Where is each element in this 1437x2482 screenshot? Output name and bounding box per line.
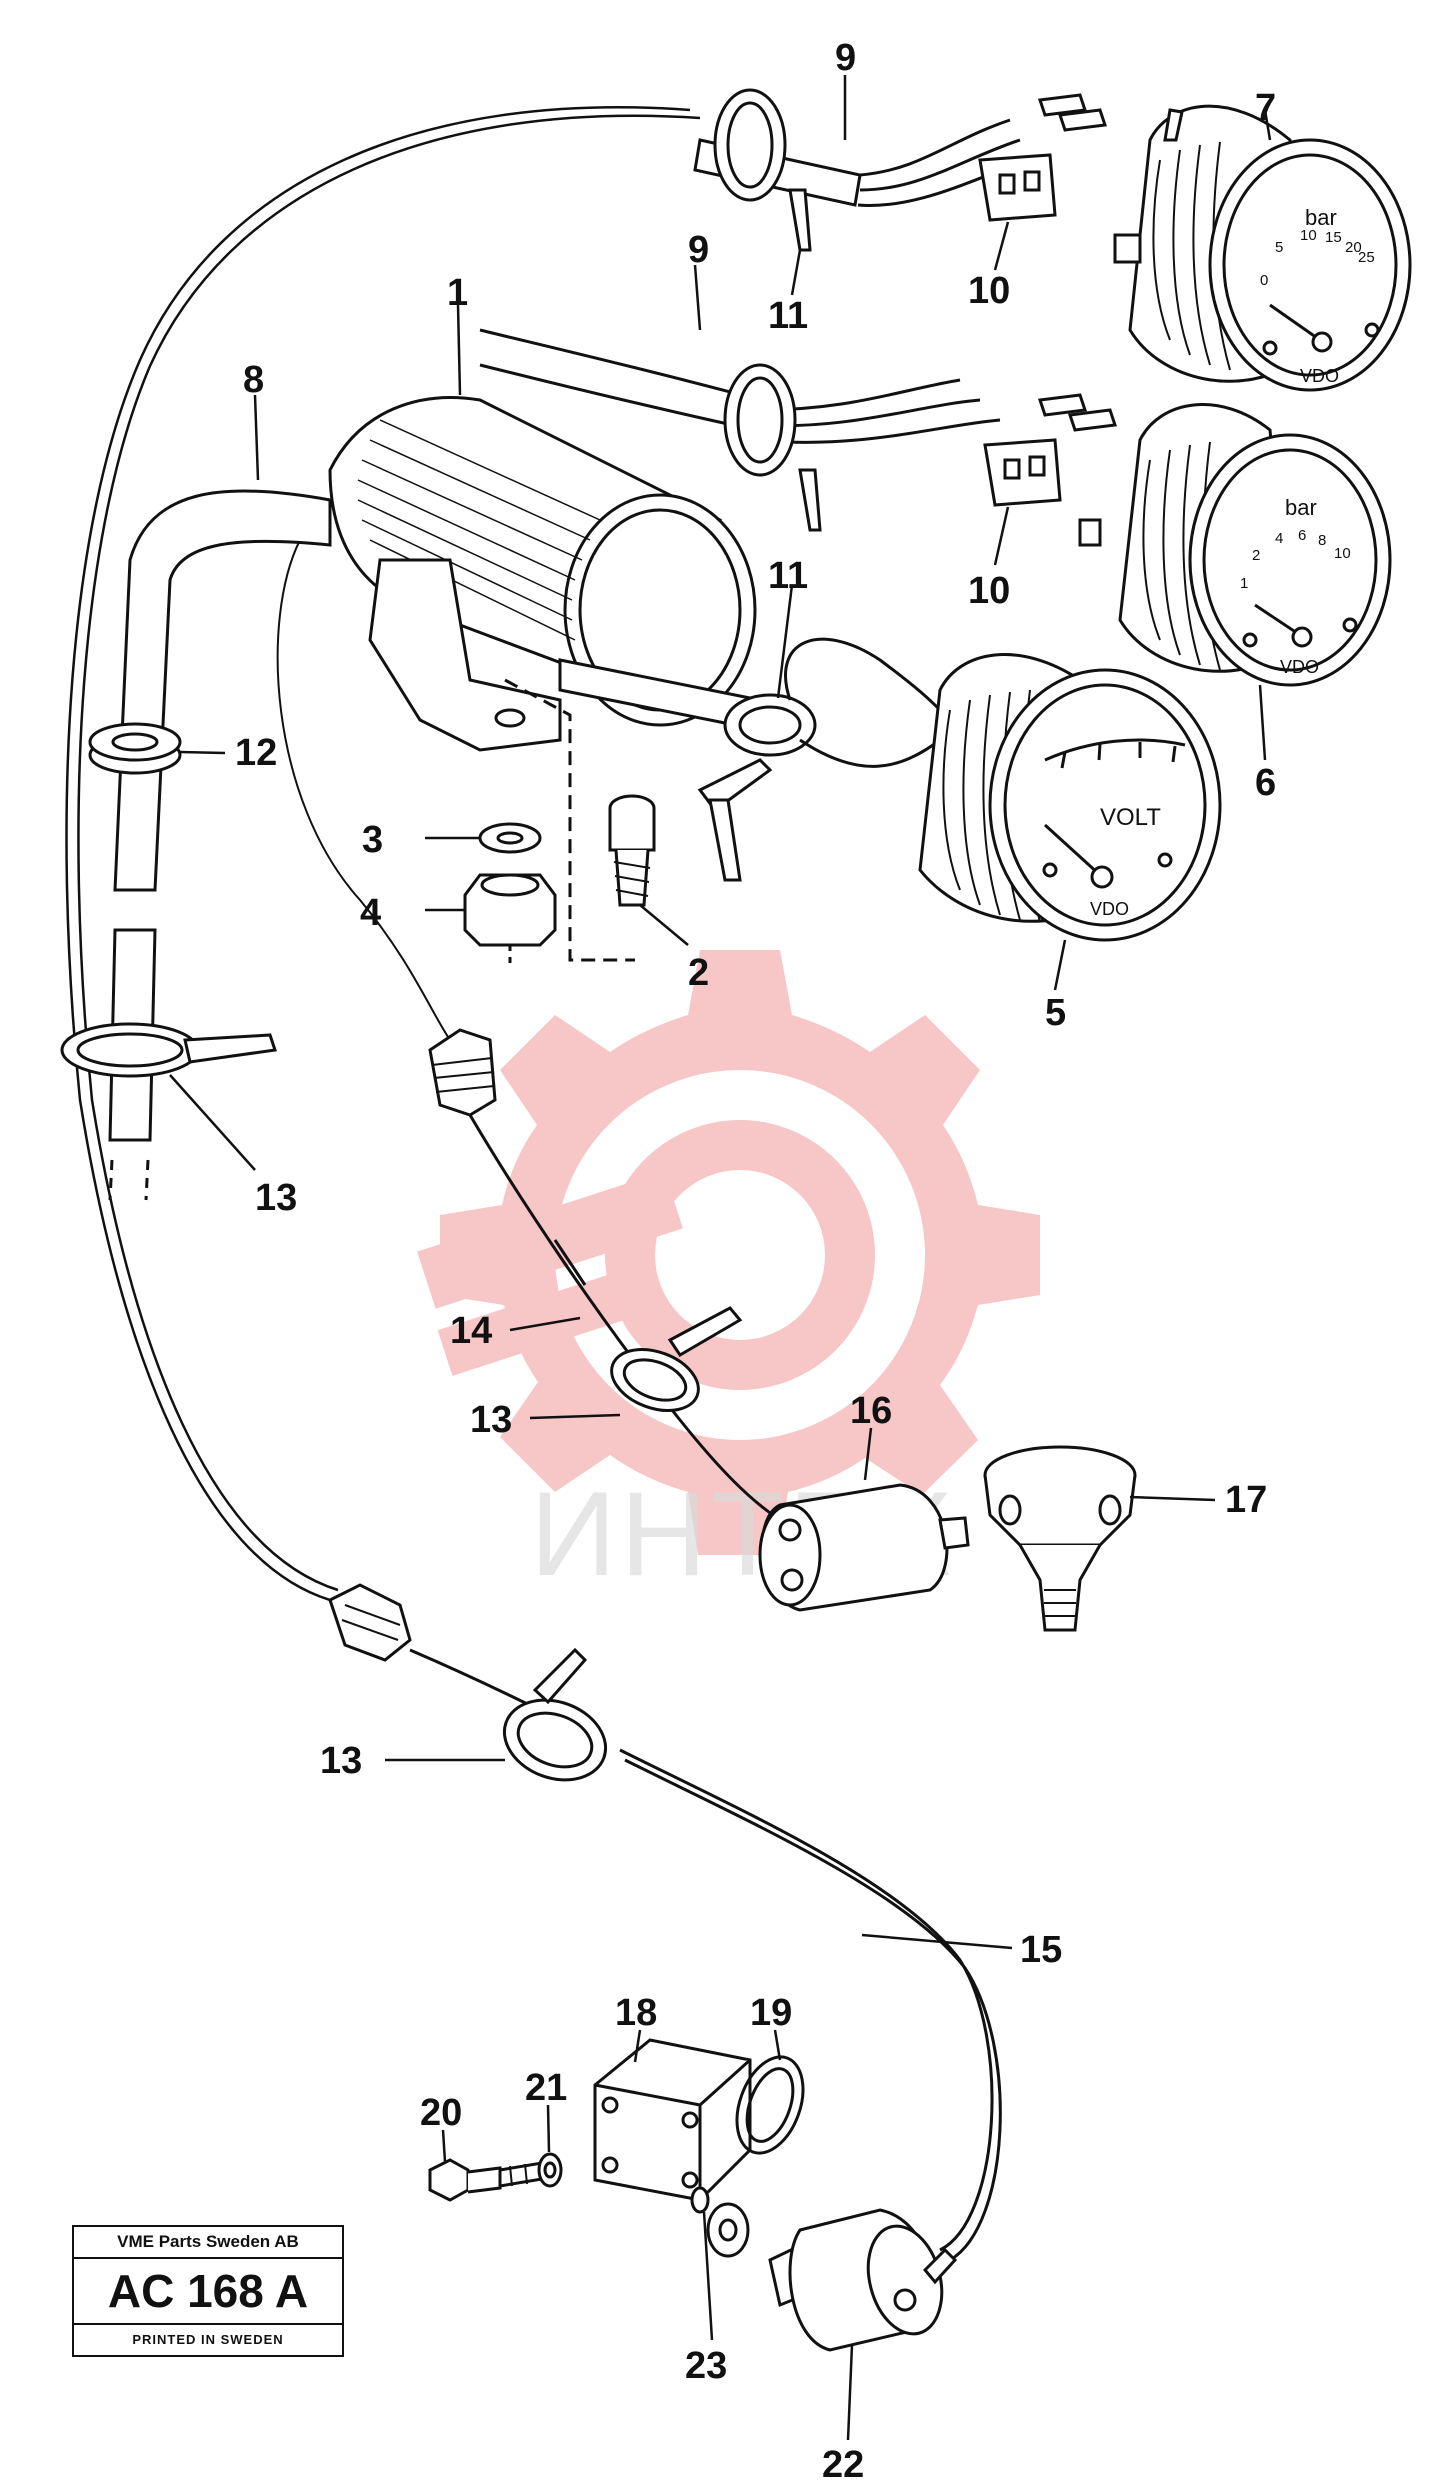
watermark-gear-logo: ИНТЕХ <box>417 950 1040 1601</box>
callout-16: 16 <box>850 1390 892 1432</box>
cable-tie-13-lower <box>502 1647 608 1782</box>
pipe-8 <box>108 489 332 1201</box>
callout-10b: 10 <box>968 570 1010 612</box>
callout-11a: 11 <box>768 295 808 337</box>
gauge-7-scale-4: 20 <box>1345 239 1362 256</box>
gauge-5-brand: VDO <box>1090 899 1129 919</box>
callout-19: 19 <box>750 1992 792 2034</box>
callout-3: 3 <box>362 819 383 861</box>
gauge-6-scale-4: 8 <box>1318 532 1326 549</box>
callout-12: 12 <box>235 732 277 774</box>
title-stamp: VME Parts Sweden AB AC 168 A PRINTED IN … <box>72 2225 344 2357</box>
cable-tie-11-low <box>697 693 817 882</box>
gauge-6-scale: 1 2 4 6 8 10 <box>1240 527 1351 592</box>
connector-10-top <box>978 93 1108 222</box>
callout-21: 21 <box>525 2067 567 2109</box>
connector-10-mid <box>983 393 1118 507</box>
gauge-7-scale-0: 0 <box>1260 272 1268 289</box>
callout-17: 17 <box>1225 1479 1267 1521</box>
stamp-code: AC 168 A <box>107 2265 309 2317</box>
callout-9a: 9 <box>835 37 856 79</box>
callout-numbers: 1 2 3 4 5 6 7 8 9 9 10 10 11 11 12 13 13… <box>235 37 1276 2482</box>
callout-13b: 13 <box>470 1399 512 1441</box>
callout-14: 14 <box>450 1310 492 1352</box>
cable-tie-11-mid <box>723 363 822 532</box>
cable-tie-13-pipe <box>60 1022 277 1078</box>
callout-20: 20 <box>420 2092 462 2134</box>
callout-7: 7 <box>1255 87 1276 129</box>
grommet-12 <box>88 722 182 775</box>
gauge-7-scale-2: 10 <box>1300 227 1317 244</box>
gauge-6-unit: bar <box>1285 495 1317 520</box>
callout-23: 23 <box>685 2345 727 2387</box>
washer-21 <box>537 2152 563 2188</box>
voltmeter-wires <box>784 637 942 768</box>
callout-15: 15 <box>1020 1929 1062 1971</box>
cable-tie-11-top <box>713 88 812 252</box>
gauge-6-oil-pressure: bar 1 2 4 6 8 10 VDO <box>1078 403 1392 687</box>
stamp-printed: PRINTED IN SWEDEN <box>74 2323 342 2355</box>
gauge-7-scale: 0 5 10 15 20 25 <box>1260 227 1375 289</box>
fitting-14-upper <box>428 1028 497 1117</box>
callout-13a: 13 <box>255 1177 297 1219</box>
gauge-5-label: VOLT <box>1100 804 1161 831</box>
cable-tie-13-mid <box>610 1306 743 1412</box>
stamp-company: VME Parts Sweden AB <box>74 2227 342 2259</box>
callout-18: 18 <box>615 1992 657 2034</box>
cable-thin-inner <box>276 539 451 1041</box>
adapter-17 <box>983 1445 1137 1632</box>
gauge-7-unit: bar <box>1305 205 1337 230</box>
callout-5: 5 <box>1045 992 1066 1034</box>
callout-11b: 11 <box>768 555 808 597</box>
sender-16 <box>758 1483 970 1612</box>
callout-4: 4 <box>360 892 381 934</box>
callout-8: 8 <box>243 359 264 401</box>
callout-10a: 10 <box>968 270 1010 312</box>
screw-2 <box>608 794 656 907</box>
fitting-lower <box>328 1583 412 1662</box>
block-18 <box>593 2038 752 2202</box>
bolt-20 <box>428 2158 561 2202</box>
callout-6: 6 <box>1255 762 1276 804</box>
gauge-7-brand: VDO <box>1300 366 1339 386</box>
gauge-6-scale-2: 4 <box>1275 530 1283 547</box>
gauge-7-oil-pressure: bar 0 5 10 15 20 25 VDO <box>1113 104 1412 392</box>
callout-9b: 9 <box>688 229 709 271</box>
gauge-6-brand: VDO <box>1280 657 1319 677</box>
oring-19 <box>735 2055 805 2155</box>
callout-1: 1 <box>447 272 468 314</box>
gauge-7-scale-3: 15 <box>1325 229 1342 246</box>
washer-23 <box>690 2186 750 2258</box>
gauge-7-scale-1: 5 <box>1275 239 1283 256</box>
callout-13c: 13 <box>320 1740 362 1782</box>
callout-22: 22 <box>822 2444 864 2482</box>
gauge-housing-1 <box>328 396 762 752</box>
cable-long-outer <box>65 106 701 1602</box>
leader-lines <box>169 75 1272 2441</box>
gauge-6-scale-3: 6 <box>1298 527 1306 544</box>
sender-22 <box>768 2208 958 2352</box>
gauge-6-scale-0: 1 <box>1240 575 1248 592</box>
gauge-7-scale-5: 25 <box>1358 249 1375 266</box>
gauge-6-scale-1: 2 <box>1252 547 1260 564</box>
callout-2: 2 <box>688 952 709 994</box>
gauge-6-scale-5: 10 <box>1334 545 1351 562</box>
washer-3 <box>478 822 542 854</box>
nut-4 <box>463 873 557 965</box>
gauge-5-voltmeter: VOLT VDO <box>918 653 1222 942</box>
